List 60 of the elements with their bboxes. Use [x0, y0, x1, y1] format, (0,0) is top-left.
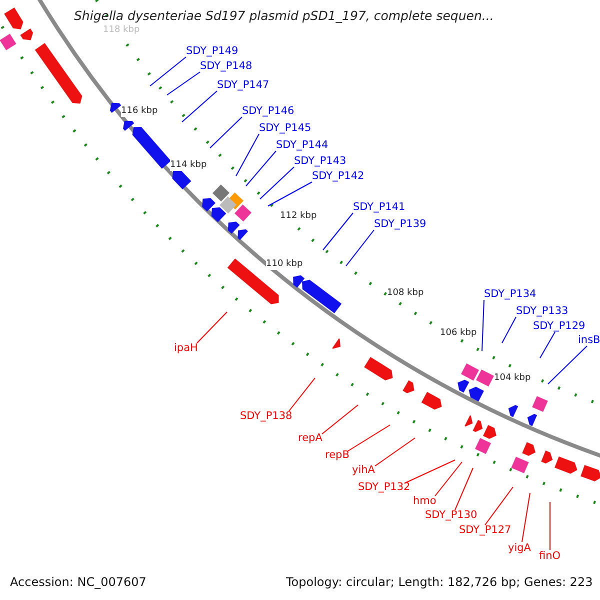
- gene-label: SDY_P130: [425, 509, 478, 521]
- leader-line: [210, 116, 242, 148]
- gene-label: insB: [578, 334, 600, 346]
- leader-line: [548, 346, 588, 384]
- gene-label: SDY_P143: [294, 155, 346, 167]
- leader-line: [346, 230, 374, 266]
- gene-label: SDY_P138: [240, 410, 292, 422]
- leader-line: [484, 486, 514, 526]
- gene-label: hmo: [413, 495, 436, 507]
- leader-line: [404, 460, 456, 484]
- scale-label: 108 kbp: [387, 287, 424, 299]
- gene-label: SDY_P127: [459, 524, 512, 536]
- gene-label: SDY_P129: [533, 320, 586, 332]
- leader-line: [540, 332, 556, 358]
- gene-label: yigA: [508, 542, 531, 554]
- leader-line: [322, 212, 354, 250]
- leader-line: [246, 150, 276, 186]
- gene-label: SDY_P144: [276, 139, 328, 151]
- summary-note: Topology: circular; Length: 182,726 bp; Genes: 223: [286, 576, 593, 588]
- leader-line: [268, 182, 312, 206]
- gene-label: repB: [325, 449, 350, 461]
- leader-line: [260, 166, 294, 200]
- scale-label: 116 kbp: [121, 105, 158, 117]
- scale-label: 110 kbp: [266, 258, 303, 270]
- leader-line: [502, 316, 516, 344]
- gene-label: SDY_P139: [374, 218, 426, 230]
- gene-label: SDY_P134: [484, 288, 536, 300]
- leader-line: [434, 462, 462, 496]
- leader-line: [374, 438, 416, 466]
- leader-line: [322, 404, 358, 434]
- gene-label: SDY_P132: [358, 481, 410, 493]
- gene-label: SDY_P142: [312, 170, 364, 182]
- gene-label: SDY_P141: [353, 201, 406, 213]
- leader-line: [182, 90, 218, 122]
- leader-line: [288, 378, 316, 412]
- leader-line: [348, 424, 390, 452]
- gene-label: SDY_P147: [217, 79, 270, 91]
- gene-label: ipaH: [174, 342, 198, 354]
- gene-label: finO: [539, 550, 561, 562]
- gene-label: repA: [298, 432, 322, 444]
- gene-label: SDY_P149: [186, 45, 238, 57]
- scale-label: 114 kbp: [170, 159, 207, 171]
- scale-label: 104 kbp: [494, 372, 531, 384]
- gene-label: SDY_P148: [200, 60, 252, 72]
- map-title: Shigella dysenteriae Sd197 plasmid pSD1_197, complete sequen...: [74, 8, 494, 23]
- leader-line: [522, 492, 530, 542]
- scale-label: 106 kbp: [440, 327, 477, 339]
- leader-line: [482, 300, 484, 352]
- leader-line: [454, 468, 474, 510]
- leader-line: [150, 56, 186, 86]
- gene-label: SDY_P145: [259, 122, 312, 134]
- leader-line: [196, 312, 228, 344]
- gene-label: SDY_P146: [242, 105, 294, 117]
- gene-label: yihA: [352, 464, 375, 476]
- accession-note: Accession: NC_007607: [10, 576, 146, 588]
- leader-line: [166, 72, 200, 96]
- scale-label: 112 kbp: [280, 210, 317, 222]
- scale-label: 118 kbp: [103, 24, 140, 36]
- leader-line: [236, 134, 260, 176]
- gene-label: SDY_P133: [516, 305, 568, 317]
